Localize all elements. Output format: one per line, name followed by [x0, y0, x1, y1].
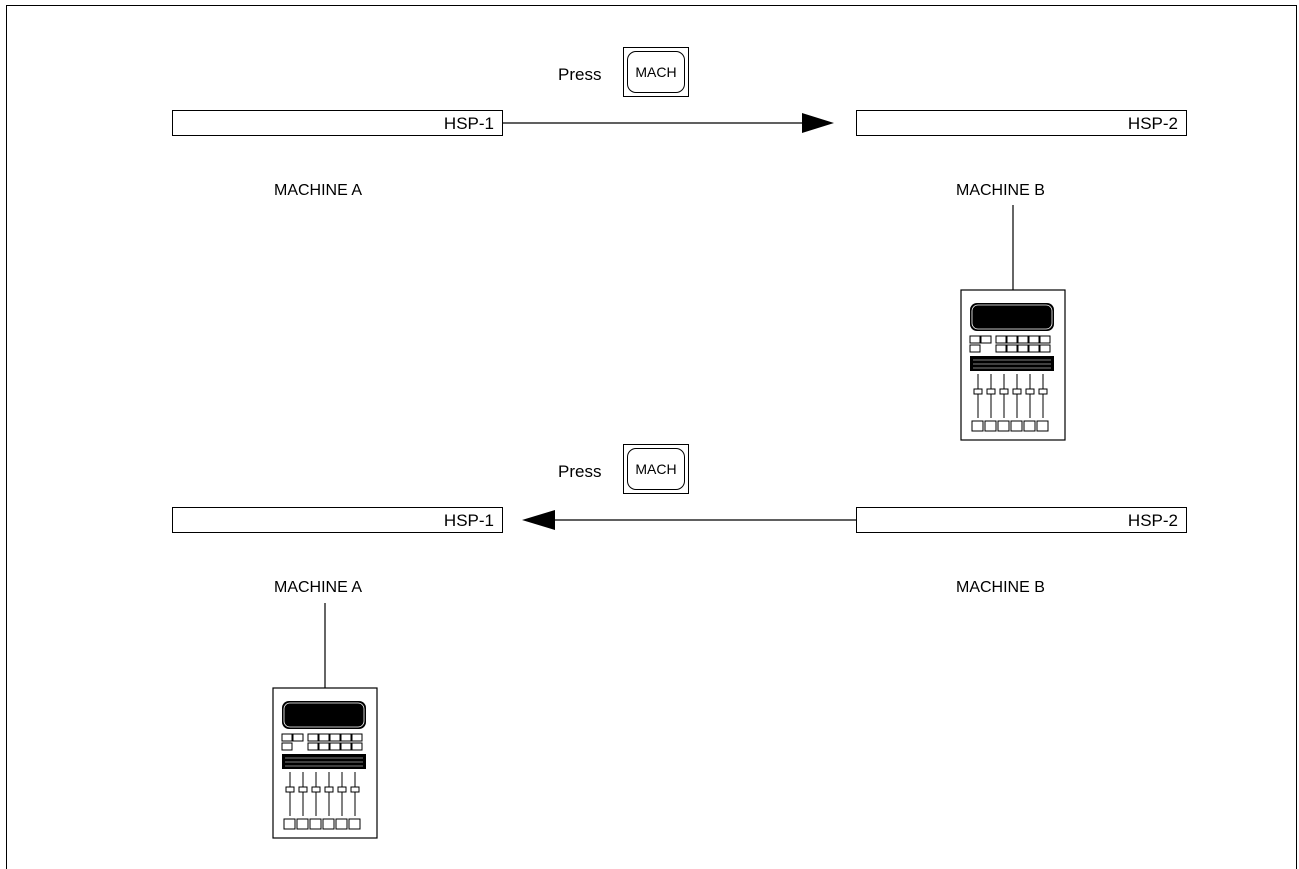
hsp1-bar-top: HSP-1 [172, 110, 503, 136]
controller-device-icon [960, 289, 1066, 441]
arrowhead-right-icon [802, 113, 834, 133]
machine-b-label-bottom: MACHINE B [956, 579, 1045, 596]
machine-a-label-top: MACHINE A [274, 182, 363, 199]
press-label-bottom: Press [558, 462, 602, 481]
press-label-top: Press [558, 65, 602, 84]
mach-key-label-bottom: MACH [627, 448, 685, 490]
hsp2-label-bottom: HSP-2 [1127, 511, 1178, 530]
hsp1-label-bottom: HSP-1 [443, 511, 494, 530]
controller-device-icon [272, 687, 378, 839]
hsp1-bar-bottom: HSP-1 [172, 507, 503, 533]
mach-key-top: MACH [623, 47, 689, 97]
hsp1-label-top: HSP-1 [443, 114, 494, 133]
machine-a-label-bottom: MACHINE A [274, 579, 363, 596]
mach-key-label-top: MACH [627, 51, 685, 93]
hsp2-bar-bottom: HSP-2 [856, 507, 1187, 533]
mach-key-bottom: MACH [623, 444, 689, 494]
hsp2-bar-top: HSP-2 [856, 110, 1187, 136]
diagram-frame [6, 5, 1297, 869]
hsp2-label-top: HSP-2 [1127, 114, 1178, 133]
machine-b-label-top: MACHINE B [956, 182, 1045, 199]
arrowhead-left-icon [522, 510, 555, 530]
